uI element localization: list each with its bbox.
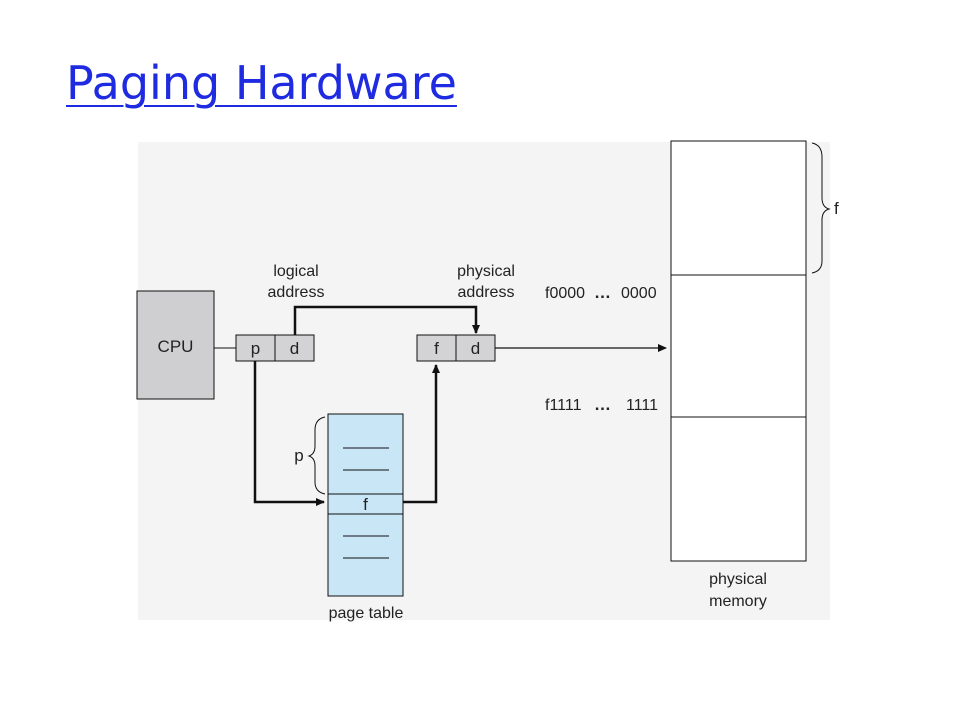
frame-number-arrow: [403, 364, 440, 504]
page-number-arrow: [253, 361, 325, 506]
logical-address-register: p d: [235, 334, 315, 362]
offset-copy-arrow: [293, 305, 480, 335]
physical-memory-label-line1: physical: [709, 571, 767, 588]
frame-brace: [811, 142, 831, 274]
page-index-brace-label: p: [294, 446, 303, 465]
physical-address-register: f d: [416, 334, 496, 362]
logical-address-label-line2: address: [268, 284, 325, 301]
page-index-brace: [307, 416, 326, 495]
slide-title: Paging Hardware: [66, 56, 457, 110]
frame-start-address: f0000 … 0000: [545, 283, 657, 302]
logical-address-label-line1: logical: [273, 263, 318, 280]
frame-start-address-high: f0000: [545, 285, 585, 302]
cpu-label: CPU: [158, 337, 194, 356]
cpu-box: CPU: [136, 290, 215, 400]
page-table: f: [327, 413, 404, 597]
physical-f-field: f: [434, 339, 439, 358]
physical-address-label-line1: physical: [457, 263, 515, 280]
physical-d-field: d: [471, 339, 480, 358]
logical-p-field: p: [251, 339, 260, 358]
frame-end-address-low: 1111: [626, 397, 658, 414]
page-table-label: page table: [329, 605, 404, 622]
page-table-entry-f: f: [363, 495, 368, 514]
physical-memory: [670, 140, 807, 562]
physical-address-label-line2: address: [458, 284, 515, 301]
frame-end-address-ellipsis: …: [594, 395, 611, 414]
logical-d-field: d: [290, 339, 299, 358]
physical-memory-label-line2: memory: [709, 593, 767, 610]
frame-end-address-high: f1111: [545, 397, 582, 414]
frame-start-address-low: 0000: [621, 285, 657, 302]
frame-brace-label: f: [834, 199, 839, 218]
frame-start-address-ellipsis: …: [594, 283, 611, 302]
frame-end-address: f1111 … 1111: [545, 395, 658, 414]
